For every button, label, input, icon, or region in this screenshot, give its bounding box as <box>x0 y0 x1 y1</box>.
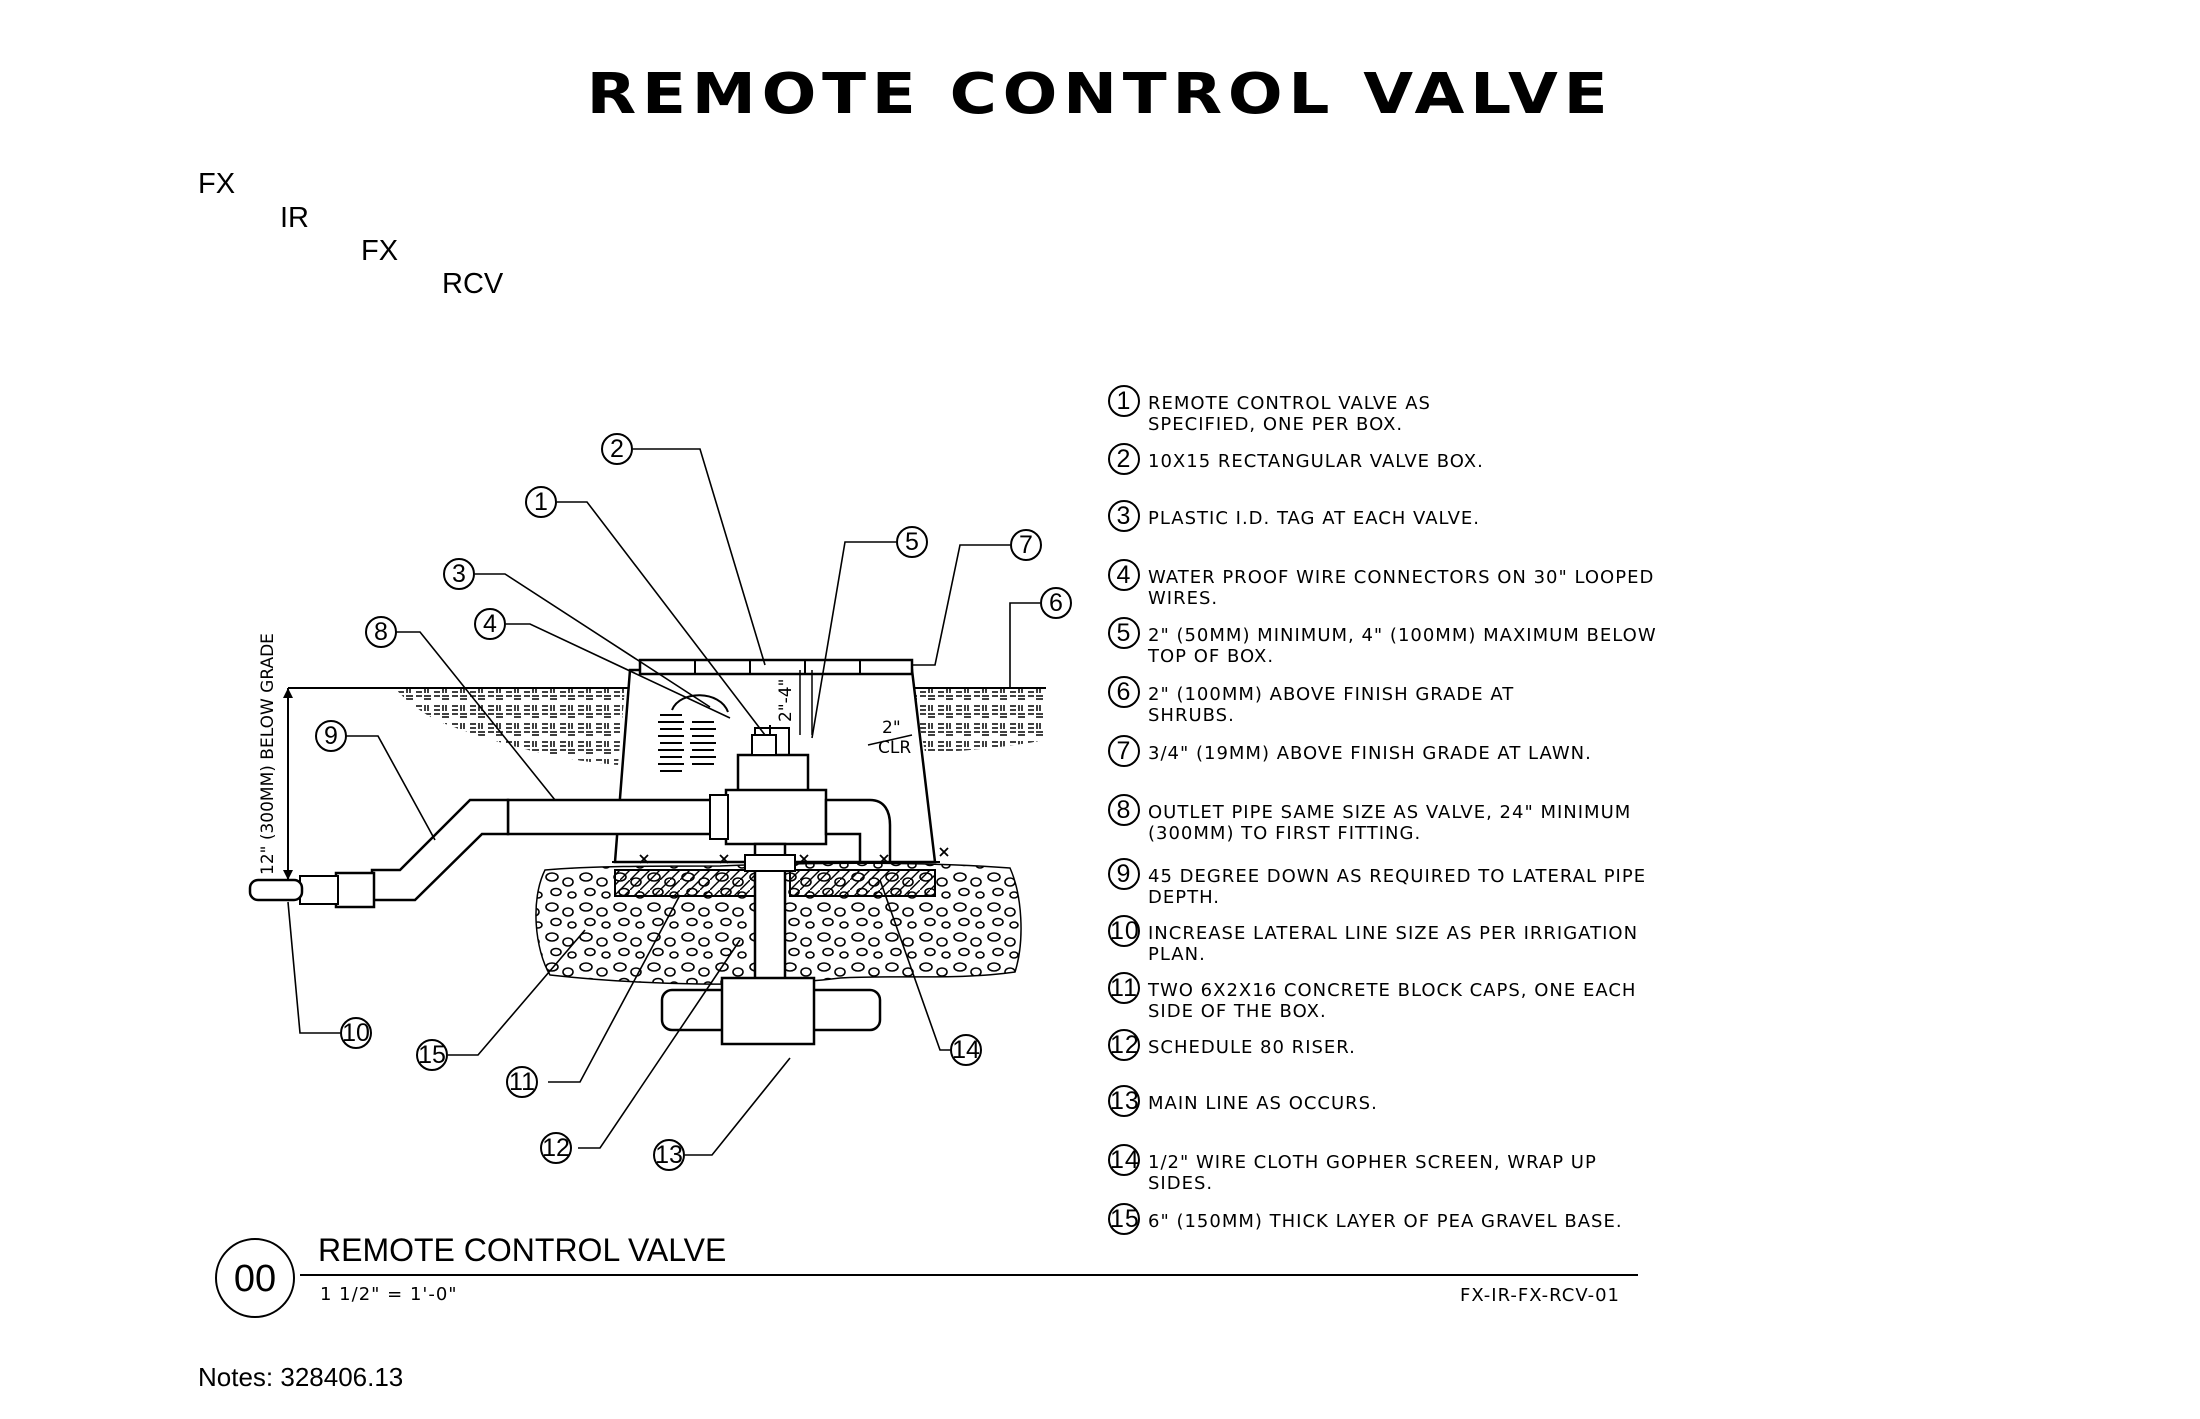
callout-13: 13 <box>653 1139 685 1171</box>
lateral-coupling <box>334 871 376 909</box>
callout-14: 14 <box>950 1034 982 1066</box>
callout-11: 11 <box>506 1066 538 1098</box>
callout-5: 5 <box>896 526 928 558</box>
detail-scale: 1 1/2" = 1'-0" <box>320 1284 458 1305</box>
callout-12: 12 <box>540 1132 572 1164</box>
valve-box-lid <box>638 658 914 676</box>
soil-right <box>912 688 1046 752</box>
callout-1: 1 <box>525 486 557 518</box>
callout-7: 7 <box>1010 529 1042 561</box>
main-tee <box>720 976 816 1046</box>
note-text: WATER PROOF WIRE CONNECTORS ON 30" LOOPE… <box>1148 567 1655 609</box>
note-text: REMOTE CONTROL VALVE AS SPECIFIED, ONE P… <box>1148 393 1431 435</box>
callout-9: 9 <box>315 720 347 752</box>
note-text: SCHEDULE 80 RISER. <box>1148 1037 1356 1058</box>
soil-left <box>395 688 625 765</box>
note-number: 11 <box>1108 972 1140 1004</box>
detail-title: REMOTE CONTROL VALVE <box>318 1232 727 1268</box>
note-text: 45 DEGREE DOWN AS REQUIRED TO LATERAL PI… <box>1148 866 1647 908</box>
note-text: 1/2" WIRE CLOTH GOPHER SCREEN, WRAP UP S… <box>1148 1152 1597 1194</box>
note-text: MAIN LINE AS OCCURS. <box>1148 1093 1378 1114</box>
note-number: 8 <box>1108 794 1140 826</box>
valve-inlet <box>724 788 828 846</box>
note-text: 10X15 RECTANGULAR VALVE BOX. <box>1148 451 1484 472</box>
note-number: 2 <box>1108 443 1140 475</box>
sheet-title: REMOTE CONTROL VALVE <box>586 62 1614 127</box>
note-number: 4 <box>1108 559 1140 591</box>
clearance-dimension: 2" <box>882 718 901 738</box>
note-number: 9 <box>1108 858 1140 890</box>
code-line-1: FX <box>198 168 236 200</box>
note-text: OUTLET PIPE SAME SIZE AS VALVE, 24" MINI… <box>1148 802 1632 844</box>
note-number: 3 <box>1108 500 1140 532</box>
note-text: INCREASE LATERAL LINE SIZE AS PER IRRIGA… <box>1148 923 1639 965</box>
callout-4: 4 <box>474 608 506 640</box>
note-number: 5 <box>1108 617 1140 649</box>
block-cap-right <box>789 869 936 897</box>
callout-8: 8 <box>365 616 397 648</box>
depth-dimension: 12" (300MM) BELOW GRADE <box>258 633 278 875</box>
note-text: 3/4" (19MM) ABOVE FINISH GRADE AT LAWN. <box>1148 743 1592 764</box>
valve-top <box>751 734 777 756</box>
code-line-4: RCV <box>442 268 504 300</box>
note-number: 15 <box>1108 1203 1140 1235</box>
note-text: 2" (50MM) MINIMUM, 4" (100MM) MAXIMUM BE… <box>1148 625 1657 667</box>
note-number: 12 <box>1108 1029 1140 1061</box>
clearance-unit: CLR <box>878 738 912 758</box>
block-cap-left <box>614 869 761 897</box>
code-line-2: IR <box>280 202 309 234</box>
callout-6: 6 <box>1040 587 1072 619</box>
lateral-pipe <box>248 878 304 902</box>
box-depth-dimension: 2"-4" <box>776 678 796 722</box>
note-number: 1 <box>1108 385 1140 417</box>
note-number: 7 <box>1108 735 1140 767</box>
note-text: 6" (150MM) THICK LAYER OF PEA GRAVEL BAS… <box>1148 1211 1623 1232</box>
note-number: 13 <box>1108 1085 1140 1117</box>
callout-10: 10 <box>340 1017 372 1049</box>
callout-2: 2 <box>601 433 633 465</box>
detail-divider <box>300 1274 1638 1276</box>
lateral-45 <box>370 798 510 902</box>
note-number: 14 <box>1108 1144 1140 1176</box>
callout-15: 15 <box>416 1039 448 1071</box>
note-number: 6 <box>1108 676 1140 708</box>
leader-lines <box>287 448 1040 1156</box>
note-text: 2" (100MM) ABOVE FINISH GRADE AT SHRUBS. <box>1148 684 1515 726</box>
elbow-fitting <box>824 798 892 864</box>
wire-coils <box>658 694 729 772</box>
note-text: TWO 6X2X16 CONCRETE BLOCK CAPS, ONE EACH… <box>1148 980 1637 1022</box>
note-number: 10 <box>1108 915 1140 947</box>
detail-id: FX-IR-FX-RCV-01 <box>1460 1285 1620 1306</box>
notes-footer: Notes: 328406.13 <box>198 1362 404 1392</box>
note-text: PLASTIC I.D. TAG AT EACH VALVE. <box>1148 508 1480 529</box>
detail-number: 00 <box>215 1238 295 1318</box>
callout-3: 3 <box>443 558 475 590</box>
code-line-3: FX <box>361 235 399 267</box>
